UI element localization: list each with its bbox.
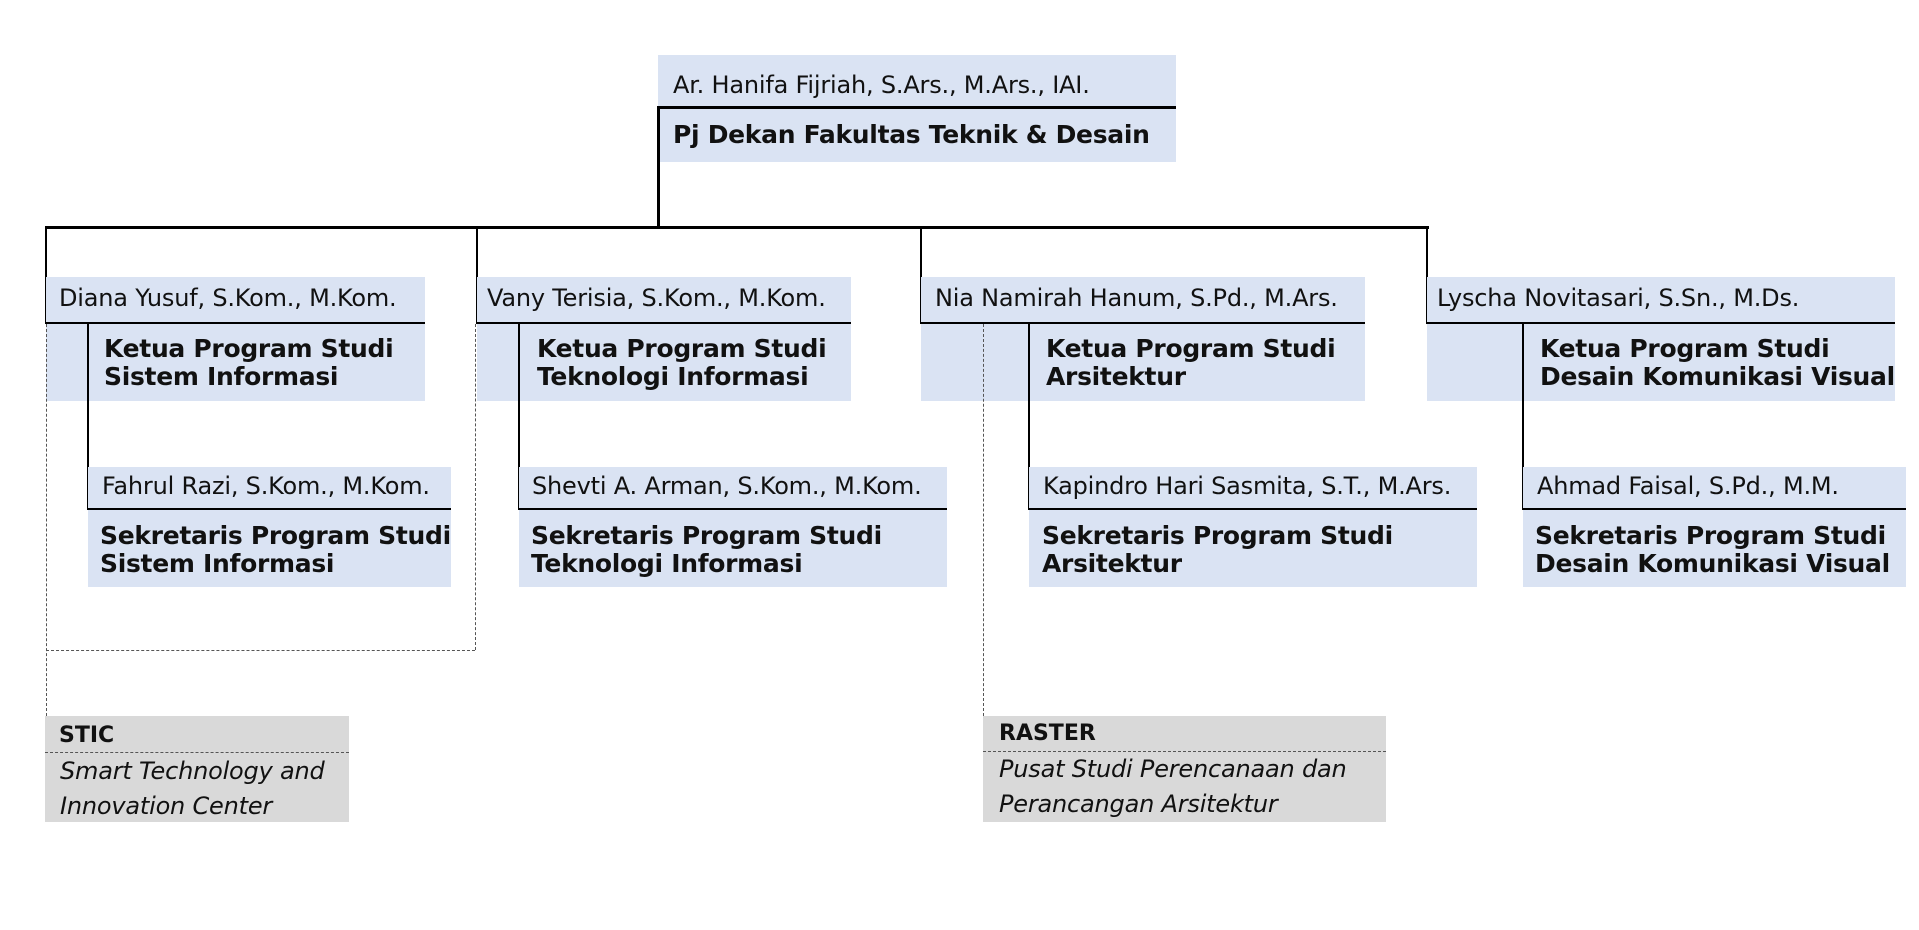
head-underline-ars xyxy=(921,322,1365,324)
head-box-ti xyxy=(477,277,851,401)
head-name-dkv: Lyscha Novitasari, S.Sn., M.Ds. xyxy=(1437,284,1800,312)
branch-si xyxy=(45,226,47,324)
head-box-si xyxy=(46,277,425,401)
dashed-link-stic xyxy=(46,324,47,716)
center-title-raster: RASTER xyxy=(999,721,1096,746)
center-title-stic: STIC xyxy=(59,723,115,748)
center-box-stic xyxy=(45,716,349,822)
center-desc-stic: Smart Technology and Innovation Center xyxy=(60,757,325,820)
secretary-underline-ti xyxy=(519,508,947,510)
dean-underline xyxy=(658,106,1176,109)
head-role-ti: Ketua Program Studi Teknologi Informasi xyxy=(537,334,827,391)
branch-dkv xyxy=(1426,226,1428,324)
dashed-link-stic-v2 xyxy=(475,324,476,650)
secretary-name-si: Fahrul Razi, S.Kom., M.Kom. xyxy=(102,472,430,500)
head-box-ars xyxy=(921,277,1365,401)
head-underline-si xyxy=(46,322,425,324)
secretary-name-ti: Shevti A. Arman, S.Kom., M.Kom. xyxy=(532,472,922,500)
secretary-box-si xyxy=(88,467,451,587)
dashed-link-stic-h xyxy=(46,650,475,651)
dean-stem xyxy=(657,106,660,228)
secretary-role-si: Sekretaris Program Studi Sistem Informas… xyxy=(100,521,451,578)
branch-ars xyxy=(920,226,922,324)
head-stem-ti xyxy=(518,324,520,510)
center-divider-stic xyxy=(45,752,349,753)
secretary-box-ars xyxy=(1029,467,1477,587)
center-desc-raster: Pusat Studi Perencanaan dan Perancangan … xyxy=(999,755,1347,818)
dean-role: Pj Dekan Fakultas Teknik & Desain xyxy=(673,120,1150,149)
head-name-si: Diana Yusuf, S.Kom., M.Kom. xyxy=(59,284,397,312)
head-stem-dkv xyxy=(1522,324,1524,510)
dashed-link-raster xyxy=(983,324,984,716)
main-connector xyxy=(45,226,1429,229)
secretary-underline-dkv xyxy=(1523,508,1906,510)
secretary-role-ti: Sekretaris Program Studi Teknologi Infor… xyxy=(531,521,882,578)
secretary-underline-ars xyxy=(1029,508,1477,510)
secretary-box-ti xyxy=(519,467,947,587)
secretary-role-dkv: Sekretaris Program Studi Desain Komunika… xyxy=(1535,521,1890,578)
head-stem-si xyxy=(87,324,89,510)
head-name-ti: Vany Terisia, S.Kom., M.Kom. xyxy=(487,284,826,312)
head-role-si: Ketua Program Studi Sistem Informasi xyxy=(104,334,394,391)
branch-ti xyxy=(476,226,478,324)
head-box-dkv xyxy=(1427,277,1895,401)
head-underline-dkv xyxy=(1427,322,1895,324)
center-box-raster xyxy=(983,716,1386,822)
head-underline-ti xyxy=(477,322,851,324)
secretary-name-ars: Kapindro Hari Sasmita, S.T., M.Ars. xyxy=(1043,472,1452,500)
head-role-dkv: Ketua Program Studi Desain Komunikasi Vi… xyxy=(1540,334,1895,391)
dean-name: Ar. Hanifa Fijriah, S.Ars., M.Ars., IAI. xyxy=(673,71,1090,99)
head-role-ars: Ketua Program Studi Arsitektur xyxy=(1046,334,1336,391)
secretary-role-ars: Sekretaris Program Studi Arsitektur xyxy=(1042,521,1393,578)
secretary-underline-si xyxy=(88,508,451,510)
center-divider-raster xyxy=(983,751,1386,752)
head-name-ars: Nia Namirah Hanum, S.Pd., M.Ars. xyxy=(935,284,1338,312)
head-stem-ars xyxy=(1028,324,1030,510)
secretary-box-dkv xyxy=(1523,467,1906,587)
secretary-name-dkv: Ahmad Faisal, S.Pd., M.M. xyxy=(1537,472,1839,500)
